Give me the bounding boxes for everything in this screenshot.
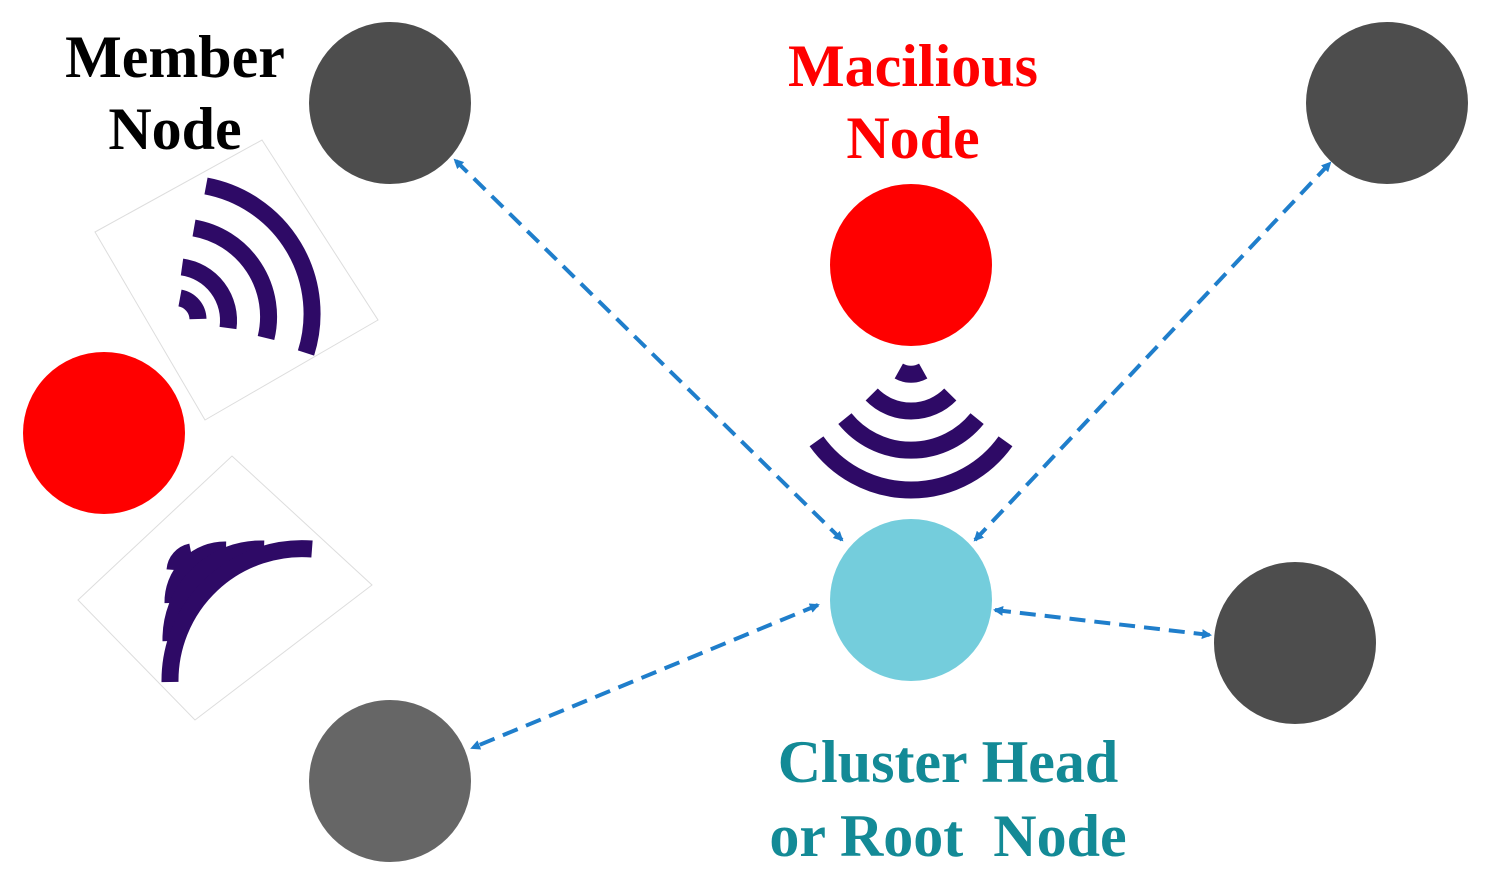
malicious-node-label-line1: Macilious (788, 33, 1038, 99)
member-node-top-right (1306, 22, 1468, 184)
wifi-signal-icon (161, 540, 313, 683)
link-cluster-to-member-bottom-left (470, 603, 820, 750)
labels: Member Node Macilious Node Cluster Head … (65, 24, 1127, 869)
signal-icon-backdrop-lower (77, 455, 373, 721)
malicious-node-center (830, 184, 992, 346)
links (453, 158, 1332, 750)
member-node-top-left (309, 22, 471, 184)
malicious-node-label-line2: Node (846, 105, 979, 171)
nodes (23, 22, 1468, 862)
link-cluster-to-member-top-right (973, 161, 1332, 542)
link-cluster-to-member-top-left (453, 158, 844, 542)
wifi-signal-icon (177, 177, 321, 356)
member-node-bottom-left (309, 700, 471, 862)
cluster-head-node (830, 519, 992, 681)
member-node-label-line2: Node (108, 96, 241, 162)
cluster-head-label-line2: or Root Node (769, 803, 1126, 869)
cluster-head-label-line1: Cluster Head (778, 729, 1119, 795)
malicious-node-left (23, 352, 185, 514)
link-cluster-to-member-right (993, 605, 1212, 640)
wifi-signal-icon (809, 363, 1013, 499)
member-node-label-line1: Member (65, 24, 285, 90)
member-node-right (1214, 562, 1376, 724)
